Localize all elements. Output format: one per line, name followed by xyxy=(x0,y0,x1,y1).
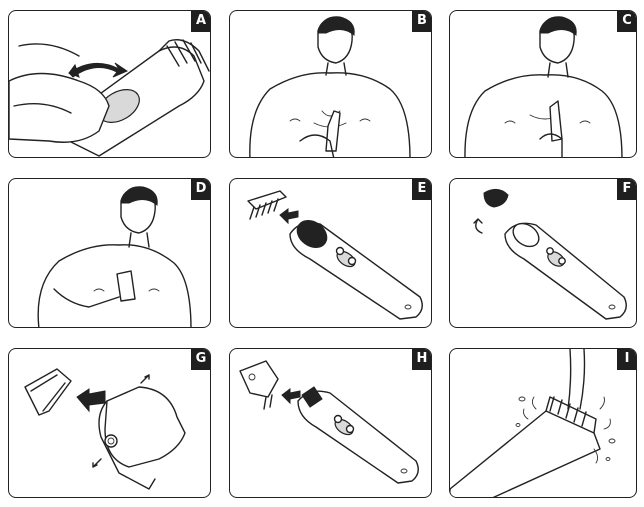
panel-label: E xyxy=(412,179,431,200)
underarm-trim-illustration xyxy=(37,186,192,327)
panel-label: A xyxy=(191,11,210,32)
panel-i: I xyxy=(449,348,637,498)
panel-label: B xyxy=(412,11,431,32)
panel-b: B xyxy=(229,10,432,158)
panel-h: H xyxy=(229,348,432,498)
shaver-attach-illustration xyxy=(239,360,419,484)
panel-label: D xyxy=(191,179,210,200)
chest-trim-illustration xyxy=(249,16,411,157)
panel-label: C xyxy=(617,11,636,32)
comb-attach-illustration xyxy=(247,190,423,320)
panel-a: A xyxy=(8,10,211,158)
panel-label: H xyxy=(412,349,431,370)
panel-g: G xyxy=(8,348,211,498)
panel-label: G xyxy=(191,349,210,370)
rinse-illustration xyxy=(450,349,616,497)
panel-label: I xyxy=(617,349,636,370)
chest-trim-closeup-illustration xyxy=(464,16,623,157)
panel-d: D xyxy=(8,178,211,328)
head-remove-illustration xyxy=(473,189,627,320)
trimmer-adjust-illustration xyxy=(9,39,210,157)
panel-label: F xyxy=(617,179,636,200)
panel-f: F xyxy=(449,178,637,328)
panel-c: C xyxy=(449,10,637,158)
panel-e: E xyxy=(229,178,432,328)
blade-cover-illustration xyxy=(24,368,186,490)
